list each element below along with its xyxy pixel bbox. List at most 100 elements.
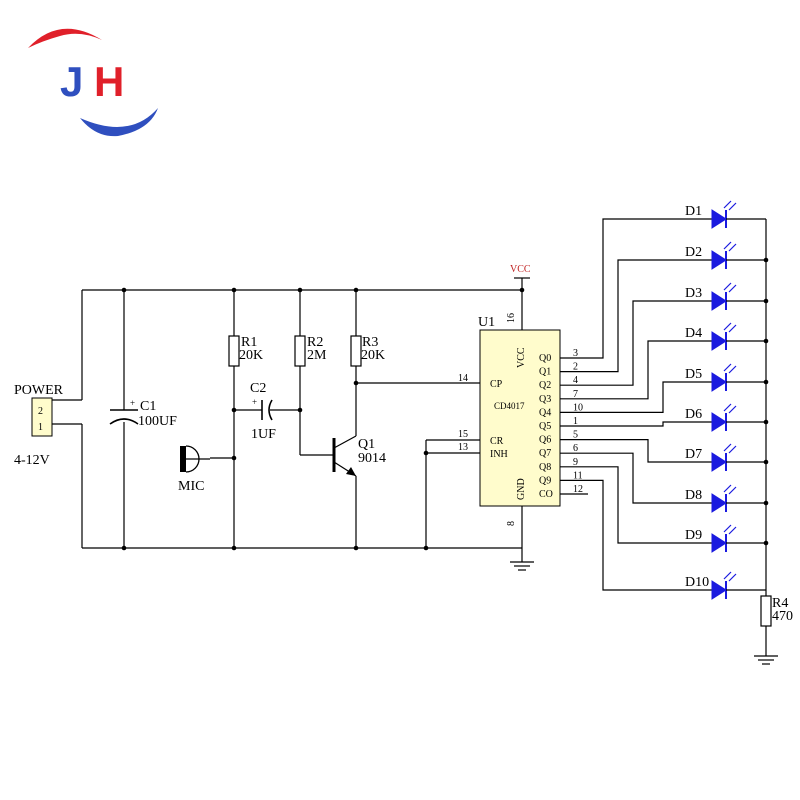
power-pin-1: 1 <box>38 422 43 433</box>
c2-polarity: + <box>252 397 257 407</box>
led-triangle <box>711 372 727 392</box>
led-ray <box>728 202 737 211</box>
led-triangle <box>711 209 727 229</box>
ground-symbol-u1 <box>510 561 534 571</box>
u1-output-q2-num: 4 <box>573 375 578 386</box>
led-d6: D6 <box>685 403 766 432</box>
vcc-label: VCC <box>510 264 531 275</box>
r4-ref: R4 <box>772 596 788 611</box>
led-d3: D3 <box>685 282 766 311</box>
led-ray <box>728 284 737 293</box>
led-triangle <box>711 533 727 553</box>
u1-output-q3-num: 7 <box>573 389 578 400</box>
led-ray <box>728 243 737 252</box>
capacitor-c1: + C1 100UF <box>109 398 177 429</box>
led-ray <box>728 445 737 454</box>
u1-output-q9-name: Q9 <box>539 475 551 486</box>
led-triangle <box>711 493 727 513</box>
wire-q5 <box>560 421 712 427</box>
r1-value: 20K <box>239 348 263 363</box>
u1-output-q3-name: Q3 <box>539 394 551 405</box>
u1-vcc-label: VCC <box>516 347 527 368</box>
u1-pin-inh-num: 13 <box>458 442 468 453</box>
u1-gnd-label: GND <box>516 478 527 500</box>
c2-ref: C2 <box>250 381 266 396</box>
r3-value: 20K <box>361 348 385 363</box>
led-ray <box>728 573 737 582</box>
led-ray <box>723 443 732 452</box>
u1-output-q5-name: Q5 <box>539 421 551 432</box>
power-pin-2: 2 <box>38 406 43 417</box>
led-ray <box>723 484 732 493</box>
u1-output-q0-num: 3 <box>573 348 578 359</box>
u1-output-q6-name: Q6 <box>539 435 551 446</box>
r2-ref: R2 <box>307 335 323 350</box>
led-triangle <box>711 580 727 600</box>
led-d2: D2 <box>685 241 766 270</box>
led-triangle <box>711 331 727 351</box>
led-ray <box>728 405 737 414</box>
r3-ref: R3 <box>362 335 378 350</box>
wire-q0 <box>560 218 712 359</box>
wire-q9 <box>560 479 712 591</box>
wire-q6 <box>560 439 712 463</box>
c1-polarity: + <box>130 398 135 408</box>
led-d4: D4 <box>685 322 766 351</box>
u1-output-co-name: CO <box>539 489 553 500</box>
power-voltage: 4-12V <box>14 453 50 468</box>
led-d9: D9 <box>685 524 766 553</box>
led-label: D6 <box>685 407 702 422</box>
u1-pin-cp-name: CP <box>490 379 503 390</box>
u1-output-q6-num: 5 <box>573 430 578 441</box>
q1-value: 9014 <box>358 451 386 466</box>
resistor-r1: R1 20K <box>228 335 263 367</box>
logo-blue-swoosh <box>80 108 158 137</box>
logo-letter-j: J <box>60 58 83 105</box>
u1-output-q9-num: 11 <box>573 470 583 481</box>
led-d5: D5 <box>685 363 766 392</box>
led-ray <box>723 403 732 412</box>
r2-value: 2M <box>307 348 327 363</box>
led-label: D8 <box>685 488 702 503</box>
led-ray <box>723 363 732 372</box>
u1-pin-cp-num: 14 <box>458 373 468 384</box>
transistor-q1: Q1 9014 <box>332 435 386 477</box>
led-label: D9 <box>685 528 702 543</box>
wire-q2 <box>560 300 712 386</box>
logo-letter-h: H <box>94 58 124 105</box>
led-label: D1 <box>685 204 702 219</box>
c2-value: 1UF <box>251 427 276 442</box>
capacitor-c2: C2 + 1UF <box>250 381 276 442</box>
led-ray <box>728 324 737 333</box>
resistor-r2: R2 2M <box>294 335 327 367</box>
wire-q3 <box>560 340 712 400</box>
r4-value: 470 <box>772 609 793 624</box>
wires <box>52 219 767 596</box>
vcc-symbol: VCC <box>510 264 531 279</box>
microphone: MIC <box>178 445 210 494</box>
u1-output-q8-num: 9 <box>573 457 578 468</box>
mic-label: MIC <box>178 479 204 494</box>
u1-pin-8: 8 <box>506 521 517 526</box>
power-title: POWER <box>14 383 64 398</box>
resistor-r3: R3 20K <box>350 335 385 367</box>
wire-q7 <box>560 452 712 504</box>
led-ray <box>728 486 737 495</box>
u1-part: CD4017 <box>494 401 525 411</box>
led-ray <box>723 322 732 331</box>
led-triangle <box>711 452 727 472</box>
u1-output-wires <box>560 218 712 591</box>
u1-output-q5-num: 1 <box>573 416 578 427</box>
led-label: D2 <box>685 245 702 260</box>
led-triangle <box>711 250 727 270</box>
led-ray <box>728 526 737 535</box>
u1-output-q1-num: 2 <box>573 362 578 373</box>
ground-symbol-r4 <box>754 626 778 665</box>
resistor-r4: R4 470 <box>760 595 793 627</box>
led-d7: D7 <box>685 443 766 472</box>
u1-output-co-num: 12 <box>573 484 583 495</box>
